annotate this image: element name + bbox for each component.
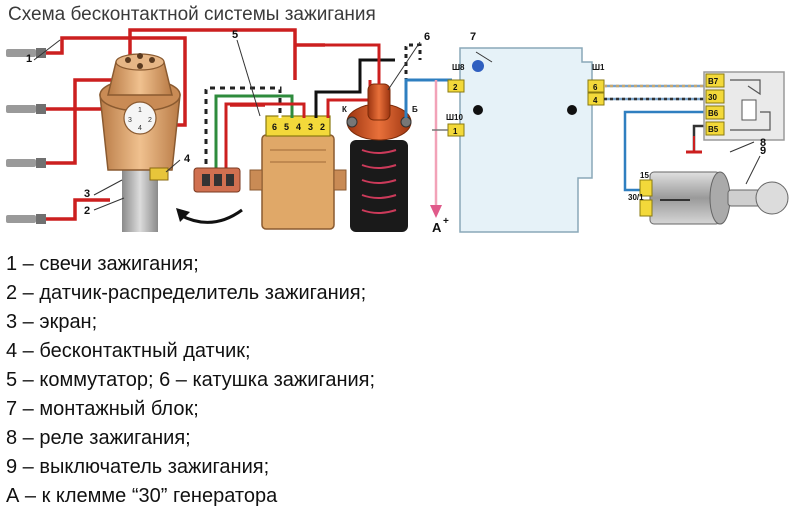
- label-sh8: Ш8: [452, 63, 465, 72]
- legend-list: 1 – свечи зажигания; 2 – датчик-распреде…: [6, 250, 375, 511]
- block-labels: Ш8 Ш1 Ш10 2 1 6 4 К Б В7 30 В6 В5 15 30/…: [342, 63, 719, 202]
- callout-2: 2: [84, 205, 90, 217]
- commutator-pin-label: 2: [320, 122, 325, 132]
- commutator-pin-label: 6: [272, 122, 277, 132]
- callout-labels: 1 3 2 4 5 6 7 8 9: [26, 29, 766, 217]
- pin-2: [447, 79, 465, 93]
- label-relay-b6: В6: [708, 109, 719, 118]
- ignition-switch: [639, 171, 789, 225]
- sensor-connector: [193, 167, 241, 193]
- svg-text:2: 2: [148, 117, 152, 124]
- commutator-pin-label: 4: [296, 122, 301, 132]
- label-pin-4: 4: [593, 96, 598, 105]
- coil-tower: [367, 83, 391, 121]
- commutator-pin-label: 3: [308, 122, 313, 132]
- callout-1: 1: [26, 53, 32, 65]
- label-coil-b: Б: [412, 105, 418, 114]
- label-relay-b5: В5: [708, 125, 719, 134]
- distributor-dial: [123, 101, 157, 135]
- callout-6: 6: [424, 31, 430, 43]
- diagram-title: Схема бесконтактной системы зажигания: [8, 4, 376, 25]
- block-wires: [432, 84, 706, 192]
- label-sh10: Ш10: [446, 113, 463, 122]
- label-pin-6: 6: [593, 83, 598, 92]
- label-sh1: Ш1: [592, 63, 605, 72]
- legend-item: 9 – выключатель зажигания;: [6, 456, 270, 478]
- legend-item: 7 – монтажный блок;: [6, 398, 199, 420]
- svg-text:1: 1: [138, 107, 142, 114]
- label-generator: А: [432, 220, 442, 235]
- label-switch-15: 15: [640, 171, 649, 180]
- generator-arrow: [430, 205, 442, 218]
- callout-8: 8: [760, 137, 766, 149]
- label-pin-2: 2: [453, 83, 458, 92]
- label-switch-30-1: 30/1: [628, 193, 644, 202]
- ignition-coil: [346, 83, 412, 232]
- callout-9: 9: [760, 145, 766, 157]
- callout-4: 4: [184, 153, 191, 165]
- legend-item: 2 – датчик-распределитель зажигания;: [6, 282, 367, 304]
- commutator-pin-label: 5: [284, 122, 289, 132]
- spark-plug: [6, 214, 46, 224]
- spark-plug: [6, 104, 46, 114]
- spark-plugs: [6, 48, 46, 224]
- legend-item: 5 – коммутатор; 6 – катушка зажигания;: [6, 369, 376, 391]
- commutator-connector: [265, 115, 331, 137]
- label-coil-k: К: [342, 105, 347, 114]
- callout-lines: [33, 39, 761, 211]
- mounting-block: [447, 47, 605, 233]
- legend-item: 8 – реле зажигания;: [6, 427, 191, 449]
- callout-3: 3: [84, 188, 90, 200]
- distributor-sensor: 1 2 4 3: [99, 53, 181, 232]
- coil-wires: [325, 43, 452, 208]
- contactless-sensor: [149, 167, 169, 181]
- callout-7: 7: [470, 31, 476, 43]
- callout-5: 5: [232, 29, 238, 41]
- svg-text:3: 3: [128, 117, 132, 124]
- label-relay-b7: В7: [708, 77, 719, 86]
- label-generator-sign: +: [443, 216, 449, 227]
- connector-sh8: [472, 60, 484, 72]
- label-pin-1: 1: [453, 127, 458, 136]
- spark-plug: [6, 48, 46, 58]
- legend-item: А – к клемме “30” генератора: [6, 485, 278, 507]
- legend-item: 1 – свечи зажигания;: [6, 253, 199, 275]
- label-relay-30: 30: [708, 93, 717, 102]
- rotation-arrow: [179, 208, 243, 224]
- legend-item: 4 – бесконтактный датчик;: [6, 340, 251, 362]
- svg-text:4: 4: [138, 125, 142, 132]
- ignition-relay: [703, 71, 785, 141]
- legend-item: 3 – экран;: [6, 311, 98, 333]
- spark-plug: [6, 158, 46, 168]
